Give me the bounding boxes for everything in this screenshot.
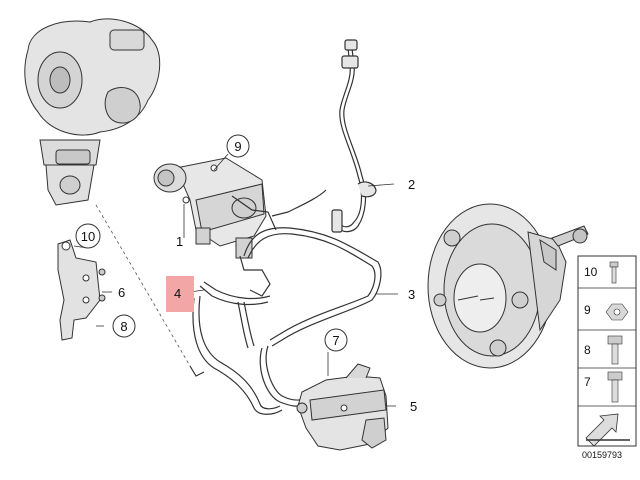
bracket: [57, 239, 106, 341]
callout-5-label: 5: [410, 399, 417, 414]
legend-row-bolt-10: 10: [584, 261, 619, 284]
vacuum-reservoir: [296, 363, 389, 451]
callout-8-label: 8: [120, 319, 127, 334]
callout-9: 9: [226, 134, 250, 158]
callout-10-label: 10: [81, 229, 95, 244]
callout-3-label: 3: [408, 287, 415, 302]
pressure-converter-valve: [153, 157, 267, 259]
reference-number: 00159793: [582, 450, 622, 460]
callout-4-label: 4: [174, 286, 181, 301]
callout-2: 2: [408, 177, 415, 192]
callout-7-label: 7: [332, 333, 339, 348]
legend-row-label: 7: [584, 375, 591, 389]
callout-5: 5: [410, 399, 417, 414]
legend-row-label: 10: [584, 265, 598, 279]
legend-row-label: 8: [584, 343, 591, 357]
callout-6: 6: [118, 285, 125, 300]
legend-row-bolt-7: 7: [584, 371, 623, 403]
turbocharger: [24, 18, 161, 206]
legend-row-nut-9: 9: [584, 303, 629, 321]
hardware-legend: 10 9 8 7: [577, 255, 637, 447]
vacuum-lines: [189, 189, 382, 415]
callout-10: 10: [75, 223, 101, 249]
legend-row-bolt-8: 8: [584, 335, 623, 365]
callout-4-highlighted: 4: [166, 276, 194, 312]
legend-row-label: 9: [584, 303, 591, 317]
sensor-line: [331, 39, 377, 233]
callout-6-label: 6: [118, 285, 125, 300]
callout-9-label: 9: [234, 139, 241, 154]
callout-8: 8: [112, 314, 136, 338]
callout-1: 1: [176, 234, 183, 249]
leader-dashed: [95, 204, 191, 367]
brake-booster: [427, 203, 589, 369]
callout-2-label: 2: [408, 177, 415, 192]
callout-7: 7: [324, 328, 348, 352]
callout-3: 3: [408, 287, 415, 302]
callout-1-label: 1: [176, 234, 183, 249]
highlight-box: [166, 276, 194, 312]
arrow-icon: [585, 413, 630, 447]
